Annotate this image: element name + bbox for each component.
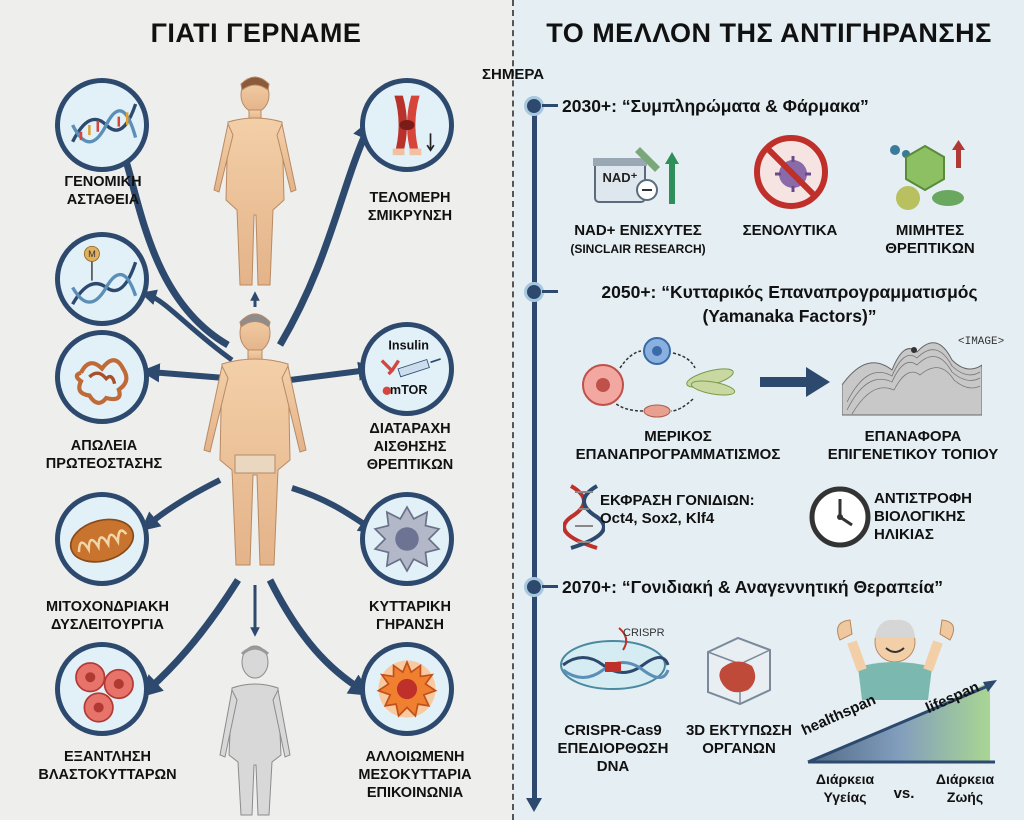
timeline-dot-2030 — [524, 96, 544, 116]
vs-label: vs. — [893, 785, 915, 802]
gene-expression-label: ΕΚΦΡΑΣΗ ΓΟΝΙΔΙΩΝ:Oct4, Sox2, Klf4 — [600, 492, 755, 527]
era-2070-heading: 2070+: “Γονιδιακή & Αναγεννητική Θεραπεί… — [562, 577, 944, 597]
protein-aggregate-icon — [55, 330, 149, 424]
right-title: ΤΟ ΜΕΛΛΟΝ ΤΗΣ ΑΝΤΙΓΗΡΑΝΣΗΣ — [546, 18, 992, 48]
svg-text:mTOR: mTOR — [390, 383, 428, 397]
arrow-mito — [140, 477, 222, 532]
cell-reprogramming-cycle-icon — [582, 337, 736, 418]
genomic-instability-icon — [55, 78, 149, 172]
left-title: ΓΙΑΤΙ ΓΕΡΝΑΜΕ — [150, 18, 362, 48]
arrow-proteostasis — [140, 363, 226, 383]
today-label: ΣΗΜΕΡΑ — [482, 66, 545, 83]
arrow-m — [140, 289, 234, 363]
young-body-figure — [213, 76, 297, 286]
nutrient-mimetic-icon — [890, 140, 965, 210]
panel-divider — [512, 0, 514, 820]
arrow-stem — [139, 578, 241, 698]
mitochondria-icon — [55, 492, 149, 586]
inflamed-cell-icon — [360, 642, 454, 736]
timeline-tick-2050 — [542, 290, 558, 293]
svg-text:Insulin: Insulin — [388, 339, 429, 353]
timeline-tick-2070 — [542, 585, 558, 588]
senolytics-label: ΣΕΝΟΛΥΤΙΚΑ — [742, 222, 838, 239]
arrow-nutrient — [289, 361, 378, 383]
arrow-genomic — [115, 137, 230, 349]
3d-printed-organ-icon — [707, 636, 771, 706]
reprogramming-arrow-icon — [760, 367, 830, 397]
svg-text:M: M — [88, 249, 96, 259]
epigenetic-landscape-icon — [842, 342, 982, 416]
elderly-body-figure — [219, 645, 291, 816]
crispr-icon: CRISPR — [560, 627, 670, 690]
senolytic-icon — [754, 135, 828, 209]
adult-body-figure — [203, 313, 307, 566]
timeline-bar — [532, 100, 537, 802]
hallmark-arrows — [115, 76, 379, 816]
clock-icon — [809, 486, 871, 548]
insulin-syringe-icon: Insulin mTOR — [360, 322, 454, 416]
nad-booster-icon: NAD⁺ — [593, 147, 679, 204]
dna-helix-icon — [563, 484, 605, 550]
timeline-tick-2030 — [542, 104, 558, 107]
era-2050-heading: 2050+: “Κυτταρικός Επαναπρογραμματισμός(… — [601, 282, 978, 326]
timeline-arrowhead — [526, 798, 542, 812]
arrow-intercellular — [266, 578, 372, 696]
arrow-telomere — [276, 117, 374, 347]
stem-cell-icon — [55, 642, 149, 736]
svg-text:CRISPR: CRISPR — [623, 627, 665, 639]
timeline-dot-2050 — [524, 282, 544, 302]
svg-text:NAD⁺: NAD⁺ — [602, 170, 637, 185]
image-placeholder-tag: <IMAGE> — [958, 336, 1005, 348]
senescent-cell-icon — [360, 492, 454, 586]
timeline-dot-2070 — [524, 577, 544, 597]
healthspan-lifespan-graph-icon — [807, 619, 997, 764]
era-2030-heading: 2030+: “Συμπληρώματα & Φάρμακα” — [562, 96, 869, 116]
chromosome-icon — [360, 78, 454, 172]
nad-booster-label: NAD+ ΕΝΙΣΧΥΤΕΣ(SINCLAIR RESEARCH) — [570, 222, 706, 256]
dna-methylation-icon: M — [55, 232, 149, 326]
arrow-senescence — [291, 485, 379, 534]
